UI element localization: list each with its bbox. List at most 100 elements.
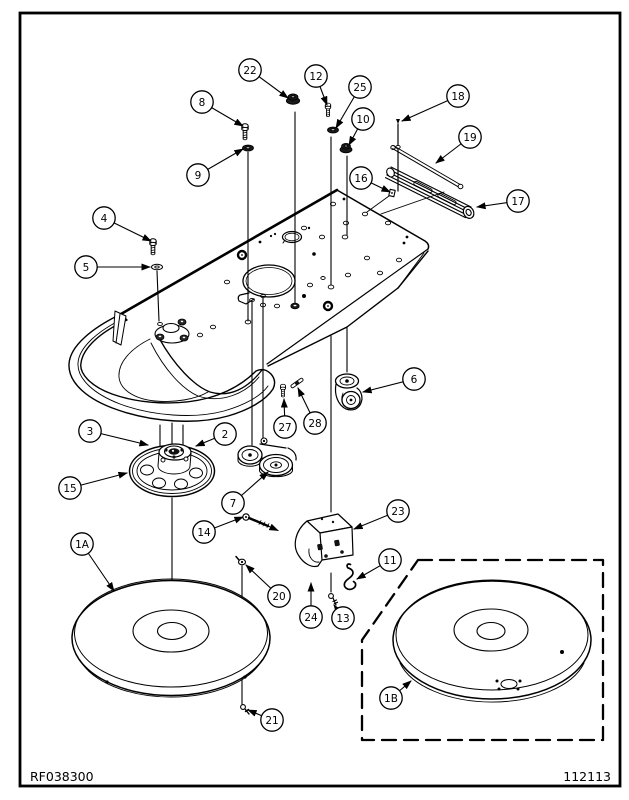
idler-pulley-small [237, 445, 263, 467]
callout-24: 24 [299, 582, 323, 629]
callout-4-balloon [92, 206, 116, 230]
mount-nuts [155, 318, 189, 342]
callout-23: 23 [353, 499, 410, 530]
callout-19-balloon [458, 125, 482, 149]
callout-3: 3 [78, 419, 149, 447]
disc-1b-inner-ring [453, 608, 529, 652]
bracket-holes [317, 517, 344, 558]
callout-22: 22 [238, 58, 289, 99]
callout-2: 2 [195, 422, 237, 447]
callout-14-label: 14 [197, 527, 211, 539]
bracket-curl [294, 520, 323, 568]
callout-12-balloon [304, 64, 328, 88]
roller-bar-17 [384, 166, 475, 219]
callout-7-label: 7 [230, 498, 237, 510]
callout-18: 18 [401, 84, 470, 122]
pin-28 [290, 377, 304, 389]
rod-18-tip [396, 119, 400, 124]
callout-11-balloon [378, 548, 402, 572]
deck-fold-line [266, 248, 429, 365]
callout-3-label: 3 [87, 426, 94, 438]
callout-13-balloon [331, 606, 355, 630]
callout-22-balloon [238, 58, 262, 82]
bumper-band-lip-line [77, 317, 269, 416]
callout-6: 6 [362, 367, 426, 394]
callout-12: 12 [304, 64, 328, 106]
disc-1a-outer-rim [71, 579, 271, 697]
callout-21-balloon [260, 708, 284, 732]
callout-1A-label: 1A [75, 539, 90, 551]
deck-bumper-band [68, 313, 276, 422]
callout-28-balloon [303, 411, 327, 435]
blade-bolts [235, 555, 250, 715]
pulley-holes [140, 464, 203, 490]
roller-mount-line-2 [380, 191, 445, 215]
callout-21: 21 [247, 708, 284, 732]
callout-28: 28 [297, 387, 327, 435]
callout-9-balloon [186, 163, 210, 187]
callout-6-label: 6 [411, 374, 418, 386]
disc-1a-center-hole [156, 621, 188, 641]
callout-18-balloon [446, 84, 470, 108]
callout-12-label: 12 [309, 71, 322, 83]
callout-15: 15 [58, 471, 128, 500]
callout-1A-balloon [70, 532, 94, 556]
callout-8: 8 [190, 90, 244, 127]
disc-1b-center-hole [476, 621, 506, 641]
callout-2-label: 2 [222, 429, 229, 441]
callout-20-balloon [267, 584, 291, 608]
spindle-bearing [163, 445, 185, 459]
caster-bracket-23 [242, 513, 357, 606]
callout-13-label: 13 [336, 613, 349, 625]
callout-8-balloon [190, 90, 214, 114]
washer-25 [327, 126, 339, 134]
alternate-disc-box [360, 558, 605, 742]
callout-25: 25 [335, 75, 372, 129]
callout-20: 20 [245, 564, 291, 608]
spring-11 [343, 563, 357, 591]
callout-5-balloon [74, 255, 98, 279]
callout-23-label: 23 [391, 506, 404, 518]
revision-code-label: 112113 [563, 769, 611, 784]
callout-16: 16 [349, 166, 391, 193]
callout-1B-balloon [379, 686, 403, 710]
caster-wheel [334, 373, 363, 411]
callout-3-balloon [78, 419, 102, 443]
dashed-boundary [360, 558, 605, 742]
callout-5: 5 [74, 255, 151, 279]
callout-7-balloon [221, 491, 245, 515]
blade-disc-1b [392, 579, 592, 703]
tube-19 [390, 145, 464, 190]
spindle-pulley-assembly [128, 443, 216, 498]
callout-28-label: 28 [308, 418, 321, 430]
idler-pulleys [237, 437, 297, 478]
callout-10-balloon [351, 107, 375, 131]
callout-6-balloon [402, 367, 426, 391]
callout-11: 11 [356, 548, 402, 580]
washer-9 [242, 144, 254, 152]
disc-1b-lube-slot [500, 679, 518, 689]
deck-rivet-dots [258, 197, 409, 298]
callout-1B-label: 1B [384, 693, 398, 705]
callout-18-label: 18 [451, 91, 464, 103]
callout-7: 7 [221, 471, 269, 515]
callout-4: 4 [92, 206, 152, 242]
callout-17-label: 17 [511, 196, 524, 208]
callout-10: 10 [348, 107, 375, 146]
callout-27-balloon [273, 415, 297, 439]
callout-9-label: 9 [195, 170, 202, 182]
callout-1A: 1A [70, 532, 115, 592]
deck-pillar [112, 310, 127, 346]
callout-5-label: 5 [83, 262, 90, 274]
callout-27-label: 27 [278, 422, 291, 434]
deck-notch-hole [281, 230, 303, 244]
callout-14-balloon [192, 520, 216, 544]
nut-22 [285, 93, 301, 105]
spindle-chamber-arc [118, 338, 209, 402]
roller-assembly [366, 119, 475, 219]
callout-21-label: 21 [265, 715, 278, 727]
callout-19-label: 19 [463, 132, 476, 144]
assembly-lines [156, 111, 348, 705]
callout-10-label: 10 [356, 114, 369, 126]
belt-cover-curve-outer [158, 337, 263, 395]
